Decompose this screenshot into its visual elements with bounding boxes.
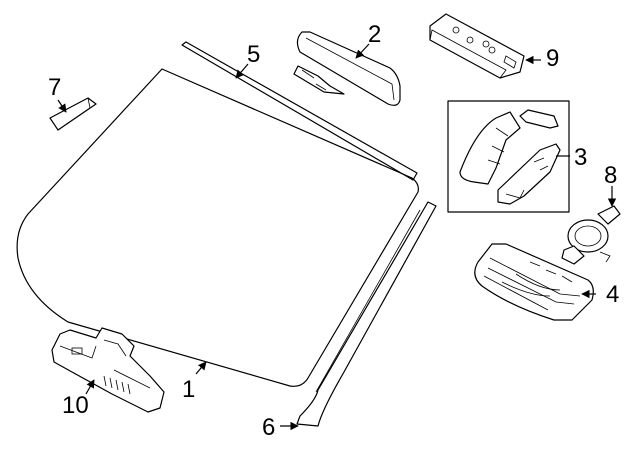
upper-molding-strip bbox=[181, 41, 418, 181]
rearview-mirror bbox=[293, 31, 401, 106]
callout-1: 1 bbox=[182, 376, 195, 403]
callout-2: 2 bbox=[368, 21, 381, 48]
callout-9: 9 bbox=[546, 45, 559, 72]
small-trim-piece bbox=[49, 97, 97, 131]
callout-7: 7 bbox=[48, 74, 61, 101]
mounting-bracket bbox=[429, 13, 525, 79]
callout-3: 3 bbox=[574, 144, 587, 171]
overhead-console bbox=[474, 243, 594, 321]
callout-4: 4 bbox=[606, 281, 619, 308]
callout-10: 10 bbox=[62, 392, 89, 419]
side-pillar-molding bbox=[296, 201, 437, 427]
cover-set-box bbox=[447, 100, 570, 213]
callout-8: 8 bbox=[604, 162, 617, 189]
windshield-glass bbox=[16, 68, 419, 387]
callout-6: 6 bbox=[262, 414, 275, 441]
callout-5: 5 bbox=[247, 41, 260, 68]
rain-sensor bbox=[561, 205, 621, 265]
leader-lines bbox=[57, 43, 617, 431]
